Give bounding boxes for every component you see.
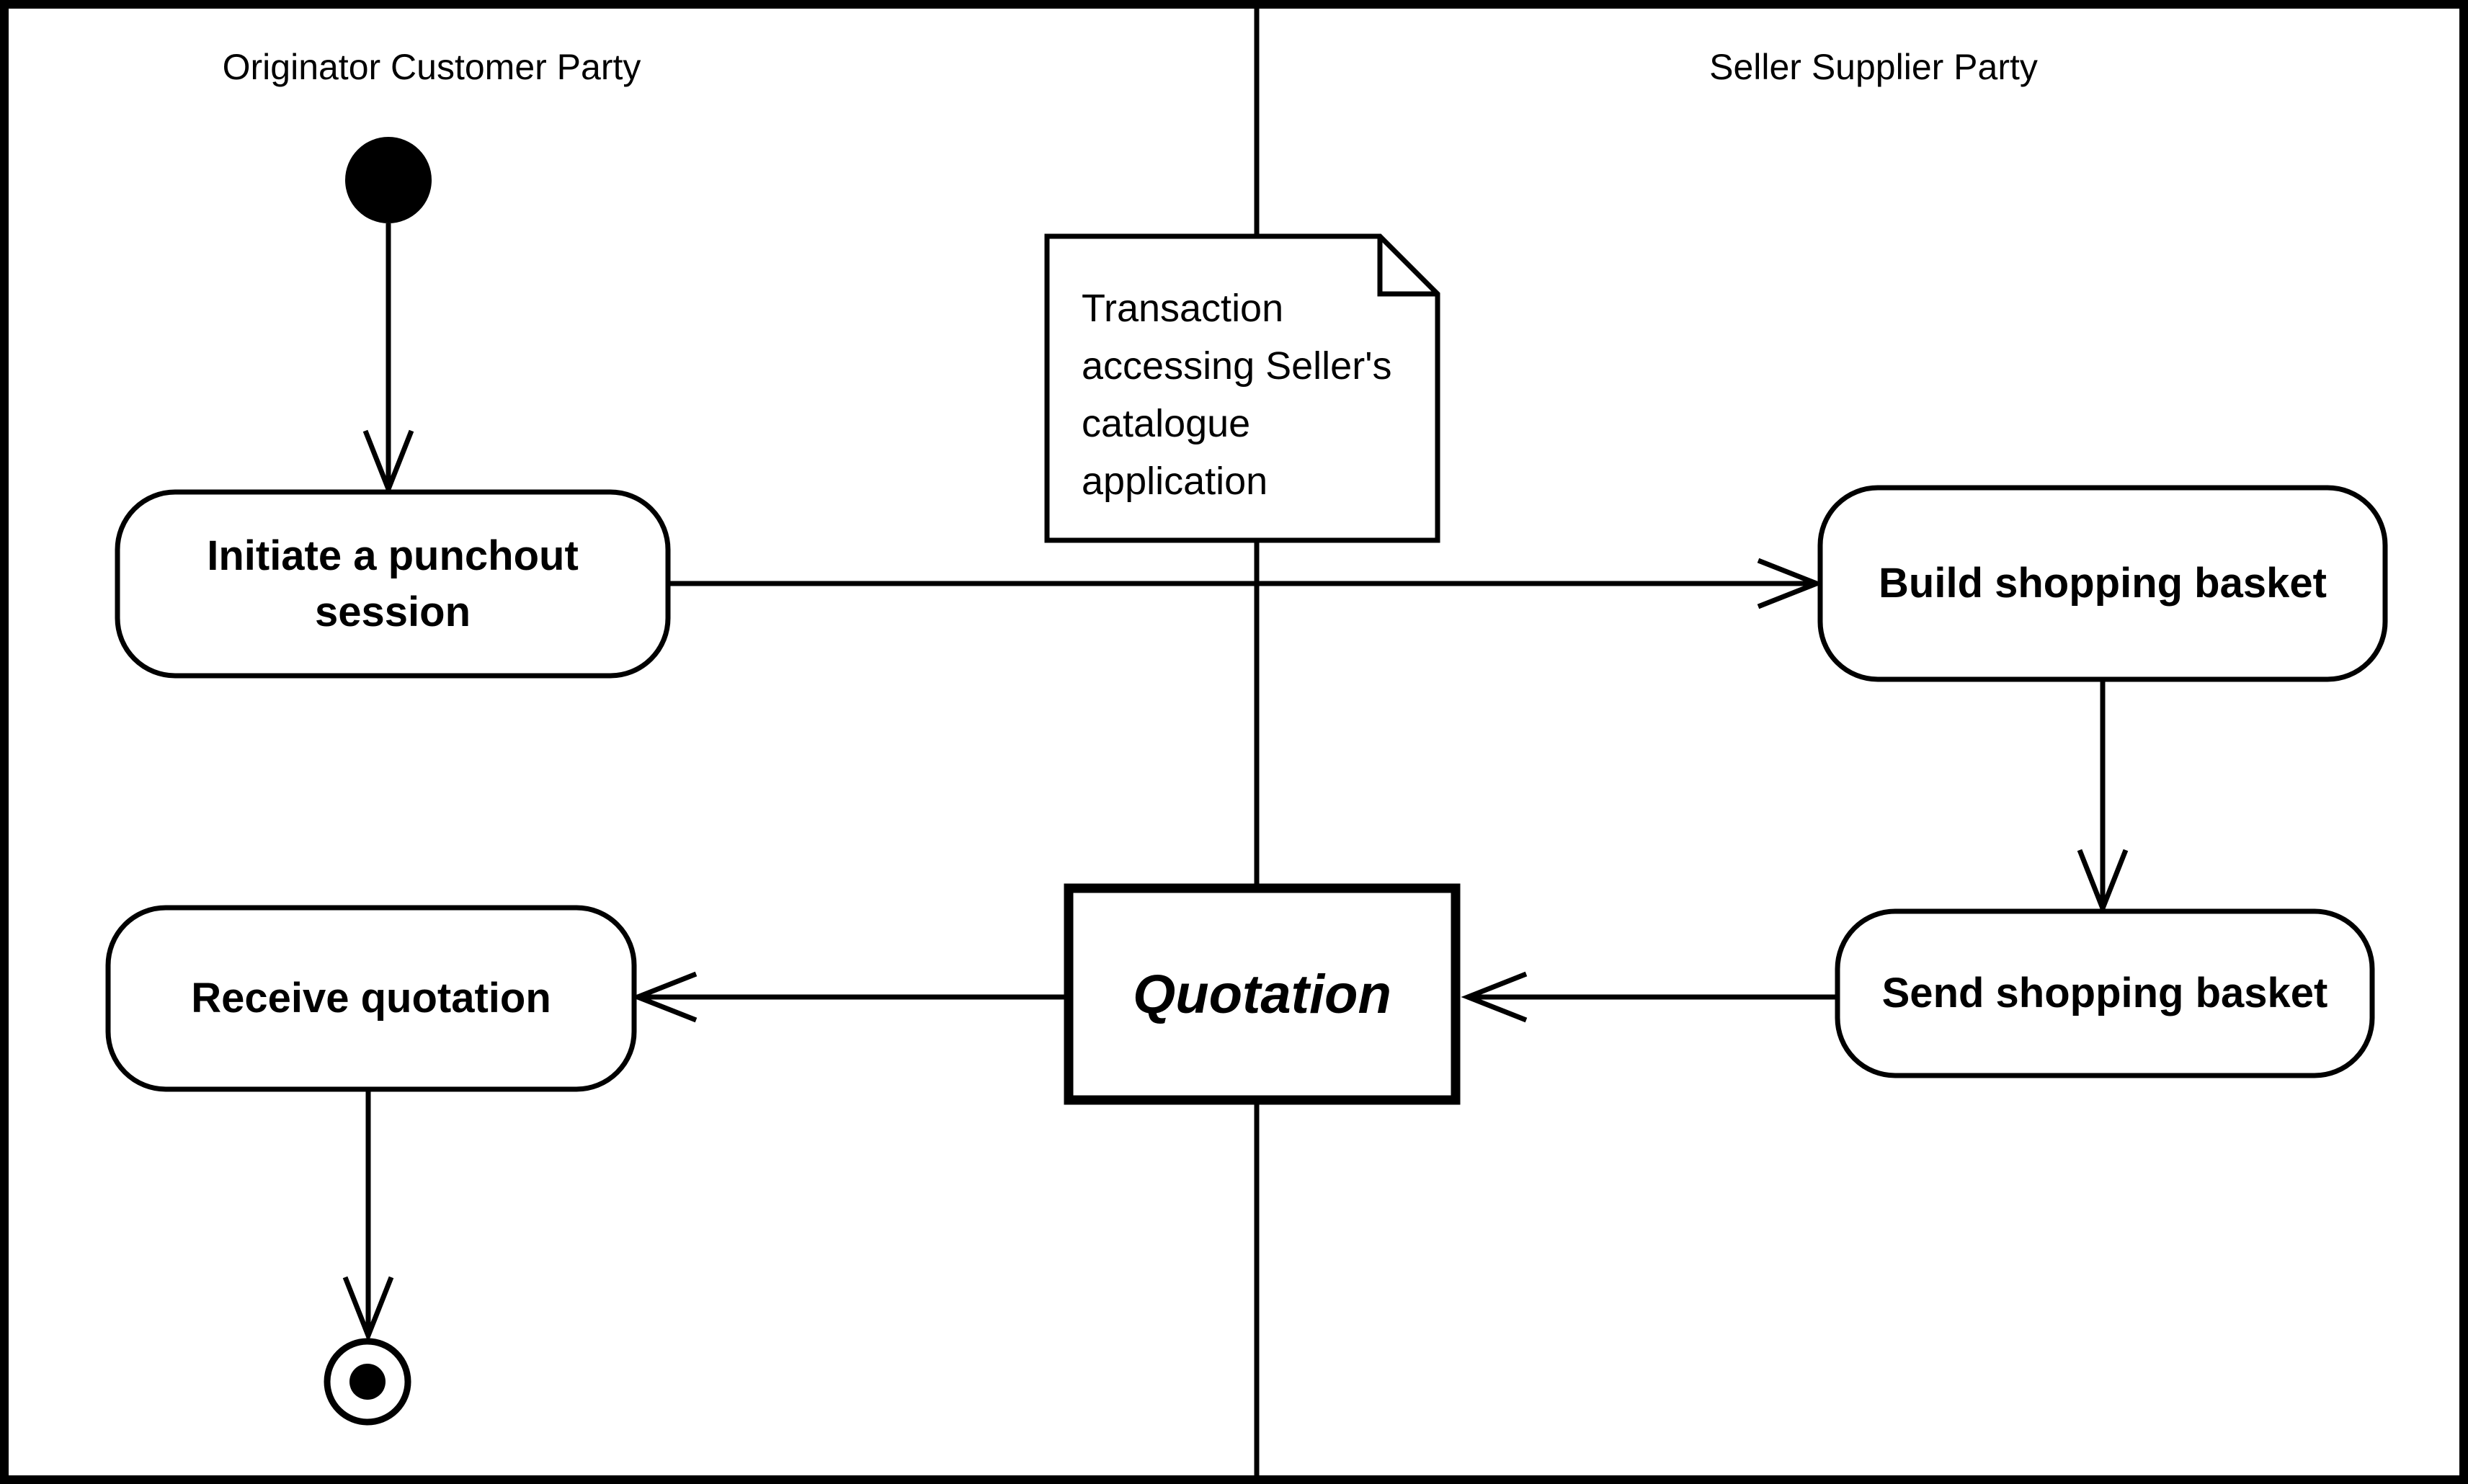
arrowhead-down-icon (342, 1276, 394, 1343)
flow-initiate-to-build (668, 558, 1824, 609)
note-fold-corner-icon (1377, 236, 1438, 297)
initial-state-node (345, 137, 432, 223)
flow-initial-to-initiate (362, 223, 414, 496)
arrowhead-left-icon (1461, 971, 1528, 1023)
note-text: Transaction accessing Seller's catalogue… (1082, 280, 1420, 510)
activity-receive-quotation-label: Receive quotation (191, 975, 551, 1022)
lane-label-originator-customer-party: Originator Customer Party (222, 47, 641, 87)
object-quotation-shape (1064, 883, 1461, 1105)
object-quotation-label: Quotation (1133, 963, 1391, 1025)
arrowhead-left-icon (631, 971, 698, 1023)
activity-receive-quotation-shape (105, 905, 637, 1092)
flow-receive-to-final (342, 1089, 394, 1343)
note-shape (1044, 233, 1440, 543)
activity-build-basket-label: Build shopping basket (1879, 560, 2327, 607)
note-text-line3: catalogue (1082, 402, 1251, 445)
note-text-line1: Transaction (1082, 287, 1284, 330)
final-state-node (324, 1338, 411, 1426)
activity-initiate-punchout-label-line1: Initiate a punchout (207, 532, 579, 579)
flow-quotation-to-receive (631, 971, 1069, 1023)
arrowhead-down-icon (2077, 849, 2129, 916)
activity-initiate-punchout-label-line2: session (315, 588, 471, 635)
note-text-line2: accessing Seller's (1082, 344, 1392, 388)
flow-build-to-send (2077, 679, 2129, 916)
arrowhead-down-icon (362, 429, 414, 496)
flow-send-to-quotation (1461, 971, 1837, 1023)
activity-initiate-punchout-label: Initiate a punchout session (117, 492, 668, 676)
note-text-line4: application (1082, 460, 1268, 503)
activity-send-basket-label: Send shopping basket (1881, 970, 2328, 1016)
arrowhead-right-icon (1757, 558, 1824, 609)
activity-send-basket-shape (1835, 908, 2375, 1078)
lane-label-seller-supplier-party: Seller Supplier Party (1709, 47, 2038, 87)
